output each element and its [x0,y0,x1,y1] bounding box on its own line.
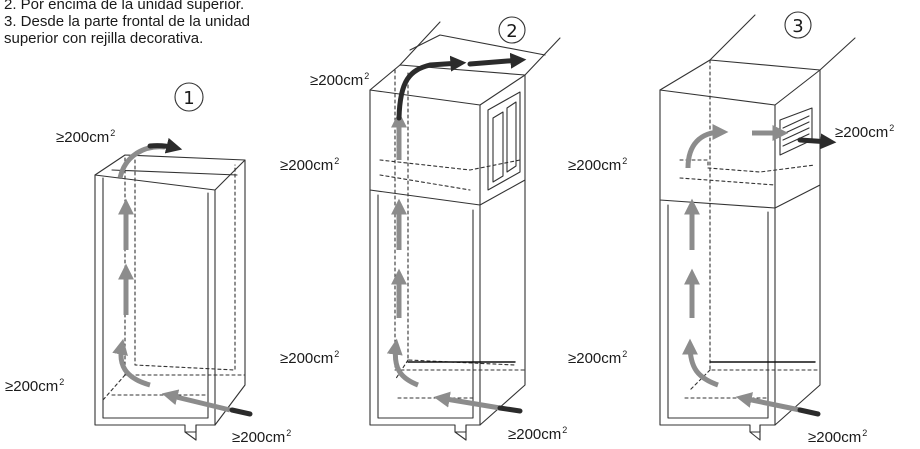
panel-2-airflow-arrows [386,111,501,411]
panel-2-number-circle [498,16,526,44]
panel-1-top-label: ≥200cm2 [56,128,116,146]
panel-3-number-circle [784,11,812,39]
panel-3-exhaust-arrow [797,133,837,150]
panel-3-airflow-arrows [682,124,801,413]
panel-2-top-label: ≥200cm2 [310,71,370,89]
panel-2-number: 2 [506,21,517,42]
panel-3-intake-arrow [797,407,821,417]
instruction-line-1: 2. Por encima de la unidad superior. [4,0,245,13]
panel-1-number-circle [174,82,204,112]
panel-3-number: 3 [792,16,803,37]
panel-2-intake-arrow [497,405,523,414]
instruction-line-2: 3. Desde la parte frontal de la unidad [4,13,250,30]
panel-3-right-label: ≥200cm2 [835,123,895,141]
panel-2-cabinet [369,21,561,441]
panel-2-upper-left-label: ≥200cm2 [280,156,340,174]
panel-1-airflow-arrows [112,144,231,413]
panel-1-bottom-right-label: ≥200cm2 [232,428,292,446]
panel-1-number: 1 [183,88,194,109]
panel-1-intake-arrow [229,407,253,417]
panel-2-exhaust-arrow-2 [467,52,527,69]
instructions: 2. Por encima de la unidad superior. 3. … [4,0,250,47]
panel-2-exhaust-arrow [396,55,467,121]
panel-3-upper-left-label: ≥200cm2 [568,156,628,174]
panel-1-exhaust-arrow [147,137,183,154]
panel-2-bottom-right-label: ≥200cm2 [508,425,568,443]
panel-1-bottom-left-label: ≥200cm2 [5,377,65,395]
panel-3-bottom-right-label: ≥200cm2 [808,428,868,446]
panel-2-lower-left-label: ≥200cm2 [280,349,340,367]
panel-3-lower-left-label: ≥200cm2 [568,349,628,367]
instruction-line-3: superior con rejilla decorativa. [4,30,204,47]
panel-3-cabinet [659,14,856,441]
panel-numbers: 1 2 3 [174,11,812,112]
